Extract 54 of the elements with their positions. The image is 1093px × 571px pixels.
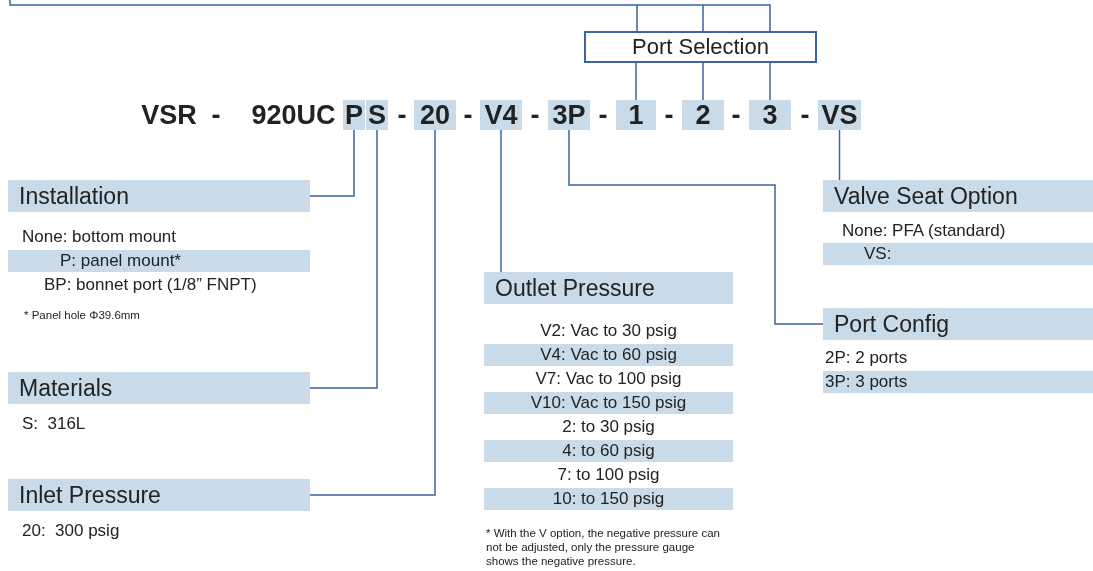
- category-box: Port Selection: [584, 31, 817, 63]
- highlighted-option-row: P: panel mount*: [8, 250, 310, 272]
- option-text: None: PFA (standard): [841, 220, 1006, 242]
- highlighted-option-row: V10: Vac to 150 psig: [484, 392, 733, 414]
- leader-line: [309, 129, 436, 496]
- part-code-text: -: [730, 100, 742, 130]
- highlighted-option-row: 10: to 150 psig: [484, 488, 733, 510]
- highlighted-option-row: VS:: [823, 243, 1093, 265]
- option-text: S: 316L: [21, 413, 86, 435]
- part-code-text: -: [799, 100, 811, 130]
- footnote: * With the V option, the negative pressure can not be adjusted, only the pressure gauge shows the negative pressure.: [486, 526, 721, 568]
- leader-line: [838, 129, 841, 181]
- code-segment: VS: [818, 100, 861, 130]
- part-code-text: 920UC: [250, 100, 337, 130]
- part-code-text: -: [462, 100, 474, 130]
- code-segment: 2: [682, 100, 724, 130]
- code-segment: V4: [480, 100, 522, 130]
- highlighted-option-row: 3P: 3 ports: [823, 371, 1093, 393]
- leader-line: [309, 129, 378, 389]
- category-header: Valve Seat Option: [823, 180, 1093, 212]
- option-text: 2P: 2 ports: [824, 347, 908, 369]
- category-header: Inlet Pressure: [8, 479, 310, 511]
- category-header: Installation: [8, 180, 310, 212]
- code-segment: 3: [749, 100, 791, 130]
- code-segment: S: [366, 100, 388, 130]
- highlighted-option-row: V4: Vac to 60 psig: [484, 344, 733, 366]
- option-text: 20: 300 psig: [21, 520, 120, 542]
- code-segment: P: [343, 100, 365, 130]
- leader-line: [500, 129, 502, 273]
- option-text: BP: bonnet port (1/8” FNPT): [43, 274, 257, 296]
- leader-line: [635, 62, 637, 101]
- option-text: V7: Vac to 100 psig: [534, 368, 683, 390]
- part-code-text: VSR: [140, 100, 198, 130]
- part-code-text: -: [210, 100, 222, 130]
- leader-line: [309, 129, 355, 197]
- leader-line: [568, 129, 824, 325]
- code-segment: 1: [616, 100, 656, 130]
- option-text: 7: to 100 psig: [556, 464, 661, 486]
- footnote: * Panel hole Φ39.6mm: [24, 308, 141, 322]
- highlighted-option-row: 4: to 60 psig: [484, 440, 733, 462]
- code-segment: 3P: [548, 100, 590, 130]
- category-header: Port Config: [823, 308, 1093, 340]
- option-text: None: bottom mount: [21, 226, 177, 248]
- code-segment: 20: [414, 100, 456, 130]
- category-header: Materials: [8, 372, 310, 404]
- option-text: V2: Vac to 30 psig: [539, 320, 678, 342]
- leader-line: [769, 62, 771, 101]
- category-header: Outlet Pressure: [484, 272, 733, 304]
- part-code-text: -: [396, 100, 408, 130]
- option-text: 2: to 30 psig: [561, 416, 656, 438]
- part-code-text: -: [597, 100, 609, 130]
- leader-line: [702, 62, 704, 101]
- part-code-text: -: [663, 100, 675, 130]
- part-code-text: -: [529, 100, 541, 130]
